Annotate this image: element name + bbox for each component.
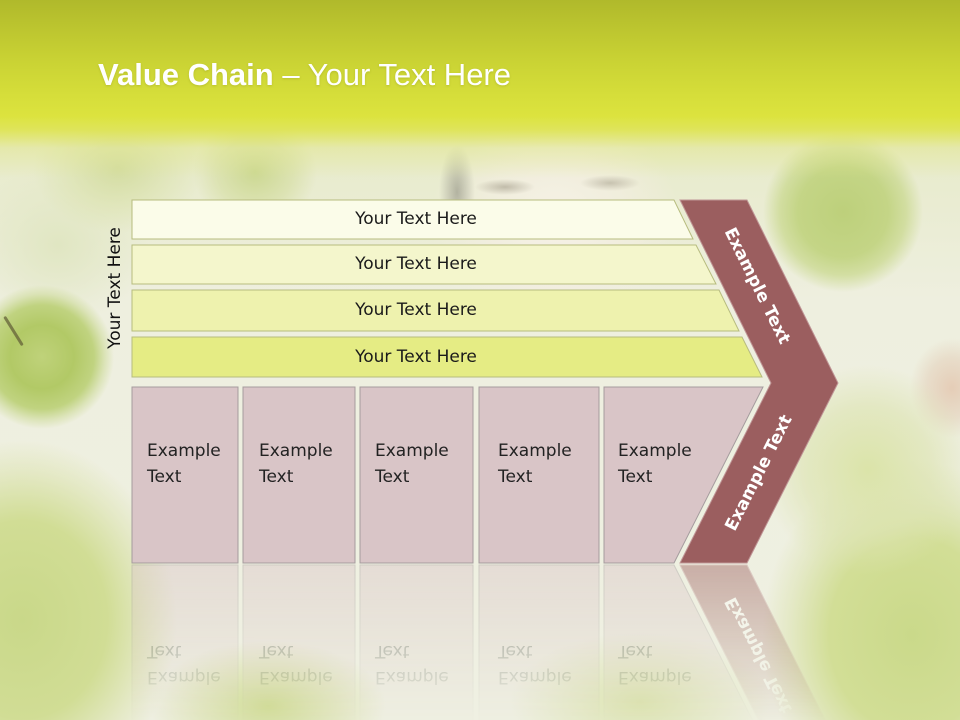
chevron-arrow bbox=[679, 199, 839, 564]
stage-bar-2-label: Your Text Here bbox=[355, 254, 477, 274]
stage-bar-2 bbox=[131, 244, 717, 285]
activity-box-1-label: Example Text bbox=[147, 441, 221, 487]
apple-stem bbox=[3, 315, 24, 347]
activity-box-4 bbox=[478, 386, 600, 564]
side-label: Your Text Here bbox=[105, 227, 125, 349]
activity-box-2 bbox=[242, 386, 356, 564]
stage-bar-1-label: Your Text Here bbox=[355, 209, 477, 229]
activity-box-3 bbox=[359, 386, 474, 564]
activity-box-4-label: Example Text bbox=[498, 441, 572, 487]
value-chain-shapes bbox=[131, 199, 839, 564]
title-main: Value Chain bbox=[98, 57, 274, 92]
activity-box-2-label: Example Text bbox=[259, 441, 333, 487]
activity-box-1 bbox=[131, 386, 239, 564]
title-rest: – Your Text Here bbox=[282, 57, 511, 92]
stage-bar-4 bbox=[131, 336, 763, 378]
activity-box-5 bbox=[603, 386, 764, 564]
stage-bar-1 bbox=[131, 199, 694, 240]
activity-box-3-label: Example Text bbox=[375, 441, 449, 487]
slide-title: Value Chain – Your Text Here bbox=[98, 57, 511, 93]
value-chain-diagram: Your Text Here Your Text Here Your Text … bbox=[130, 198, 842, 564]
stage-bar-4-label: Your Text Here bbox=[355, 347, 477, 367]
stage-bar-3 bbox=[131, 289, 740, 332]
stage-bar-3-label: Your Text Here bbox=[355, 300, 477, 320]
activity-box-5-label: Example Text bbox=[618, 441, 692, 487]
